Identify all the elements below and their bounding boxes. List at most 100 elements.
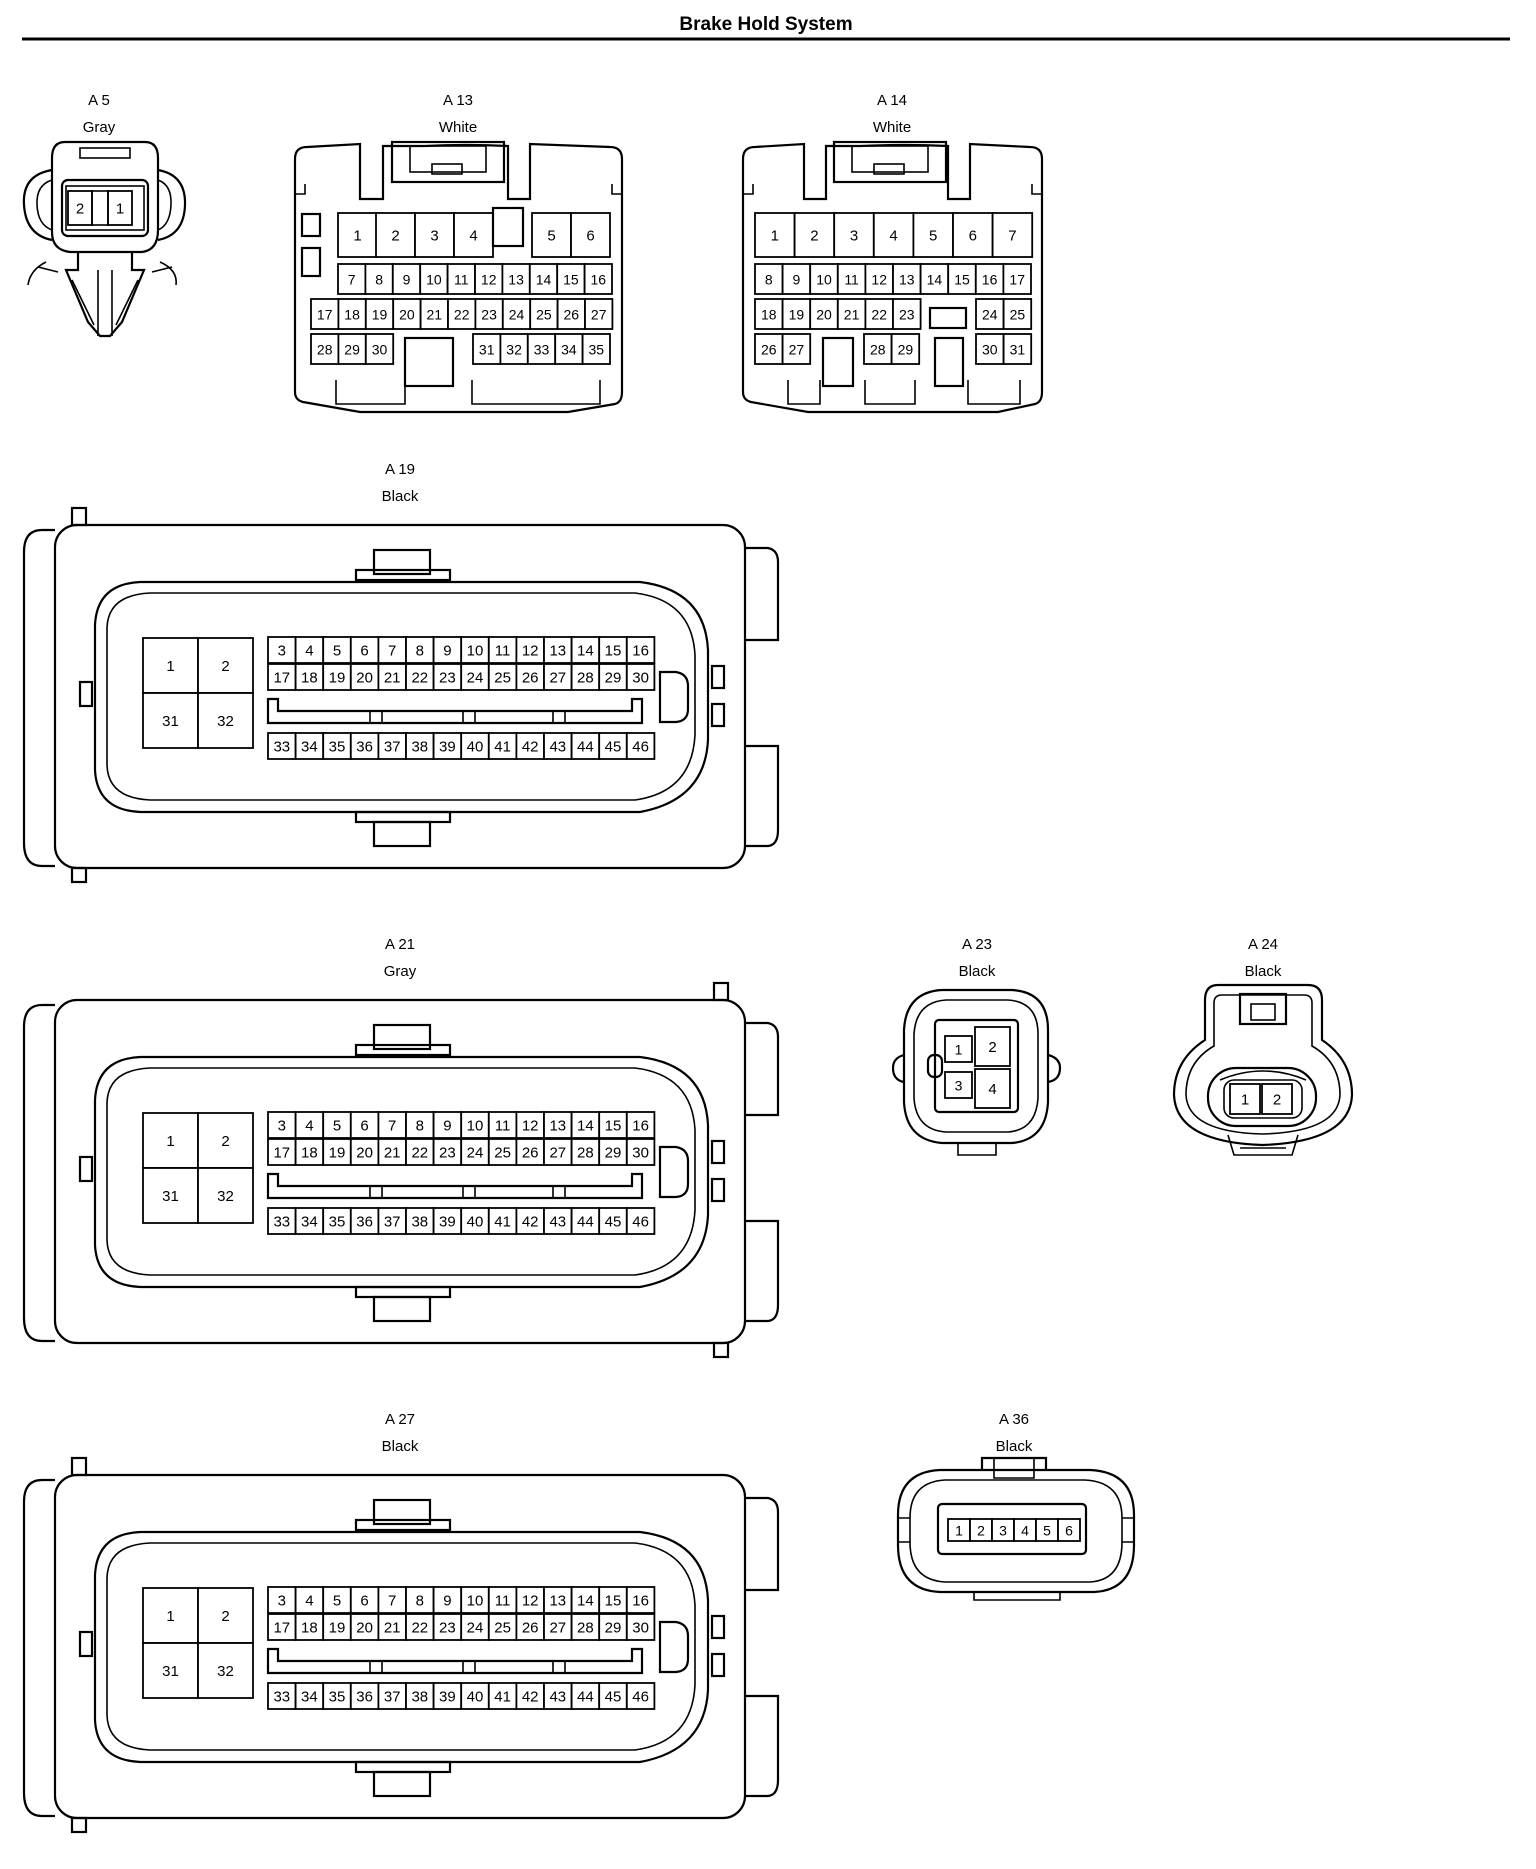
- outline-shape: [474, 263, 504, 295]
- outline-shape: [832, 140, 948, 184]
- pin-number: 10: [426, 272, 442, 288]
- pin-number: 22: [411, 1620, 428, 1637]
- outline-shape: [349, 663, 380, 691]
- pin-number: 12: [522, 1118, 539, 1135]
- outline-shape: [543, 1613, 573, 1641]
- pin-number: 9: [443, 643, 451, 660]
- pin-number: 42: [522, 739, 539, 756]
- outline-shape: [70, 1456, 88, 1477]
- outline-shape: [37, 266, 59, 273]
- outline-shape: [872, 212, 915, 258]
- pin-number: 29: [605, 1145, 622, 1162]
- outline-shape: [913, 999, 1039, 1133]
- pin-number: 21: [384, 1145, 401, 1162]
- outline-shape: [710, 702, 726, 728]
- pin-number: 2: [221, 1608, 229, 1625]
- pin-number: 28: [317, 342, 333, 358]
- outline-shape: [543, 1207, 573, 1235]
- pin-number: 25: [536, 307, 552, 323]
- pin-number: 2: [76, 201, 84, 218]
- outline-shape: [432, 1613, 463, 1641]
- outline-shape: [390, 140, 506, 184]
- pin-number: 43: [549, 739, 566, 756]
- outline-shape: [487, 1613, 518, 1641]
- outline-shape: [528, 263, 559, 295]
- outline-shape: [36, 179, 53, 231]
- outline-shape: [27, 261, 47, 286]
- outline-shape: [967, 380, 1021, 405]
- outline-shape: [354, 1043, 452, 1057]
- pin-number: 2: [1273, 1092, 1281, 1109]
- pin-number: 31: [162, 1188, 179, 1205]
- pin-number: 6: [586, 228, 594, 245]
- pin-number: 11: [495, 1593, 511, 1610]
- outline-shape: [53, 1473, 747, 1820]
- pin-number: 11: [495, 643, 511, 660]
- outline-shape: [266, 697, 644, 725]
- outline-shape: [973, 1592, 1061, 1601]
- outline-shape: [392, 298, 422, 330]
- wire-color: Black: [1245, 963, 1282, 980]
- outline-shape: [157, 179, 172, 231]
- outline-shape: [267, 663, 297, 691]
- pin-number: 36: [356, 1689, 373, 1706]
- pin-number: 2: [221, 1133, 229, 1150]
- outline-shape: [460, 636, 490, 664]
- outline-shape: [322, 1682, 352, 1710]
- pin-number: 42: [522, 1689, 539, 1706]
- pin-number: 28: [577, 1620, 594, 1637]
- pin-number: 11: [454, 272, 469, 288]
- outline-shape: [487, 1586, 518, 1614]
- pin-number: 24: [467, 1145, 484, 1162]
- pin-number: 44: [577, 1689, 594, 1706]
- outline-shape: [1238, 992, 1288, 1026]
- outline-shape: [543, 1138, 573, 1166]
- outline-shape: [91, 190, 109, 226]
- outline-shape: [919, 263, 950, 295]
- outline-shape: [710, 1652, 726, 1678]
- pin-number: 30: [632, 670, 649, 687]
- outline-shape: [369, 1185, 383, 1199]
- pin-number: 4: [305, 1593, 313, 1610]
- outline-shape: [372, 1498, 432, 1526]
- pin-number: 1: [353, 228, 361, 245]
- connector-code: A 5: [88, 92, 110, 109]
- outline-shape: [1261, 1083, 1293, 1115]
- outline-shape: [1031, 184, 1042, 195]
- wire-color: Black: [959, 963, 996, 980]
- pin-number: 5: [333, 643, 341, 660]
- pin-number: 13: [549, 643, 566, 660]
- outline-shape: [625, 1111, 656, 1139]
- outline-shape: [22, 528, 55, 868]
- outline-shape: [570, 1586, 601, 1614]
- outline-shape: [294, 732, 325, 760]
- pin-number: 21: [427, 307, 443, 323]
- outline-shape: [909, 1479, 1123, 1583]
- pin-number: 4: [469, 228, 477, 245]
- pin-number: 26: [522, 670, 539, 687]
- pin-number: 23: [481, 307, 497, 323]
- outline-shape: [712, 1341, 730, 1359]
- outline-shape: [53, 998, 747, 1345]
- outline-shape: [570, 1613, 601, 1641]
- outline-shape: [93, 1530, 710, 1764]
- pin-number: 44: [577, 1214, 594, 1231]
- outline-shape: [625, 732, 656, 760]
- pin-number: 23: [439, 1145, 456, 1162]
- outline-shape: [745, 546, 780, 642]
- outline-shape: [515, 1111, 545, 1139]
- pin-number: 34: [301, 1214, 318, 1231]
- pin-number: 3: [278, 1118, 286, 1135]
- pin-number: 20: [356, 1145, 373, 1162]
- outline-shape: [354, 1518, 452, 1532]
- pin-number: 37: [384, 739, 401, 756]
- pin-number: 15: [605, 1118, 622, 1135]
- pin-number: 17: [273, 1145, 290, 1162]
- pin-number: 14: [536, 272, 552, 288]
- pin-number: 9: [443, 1593, 451, 1610]
- outline-shape: [78, 1155, 94, 1183]
- pin-number: 21: [384, 670, 401, 687]
